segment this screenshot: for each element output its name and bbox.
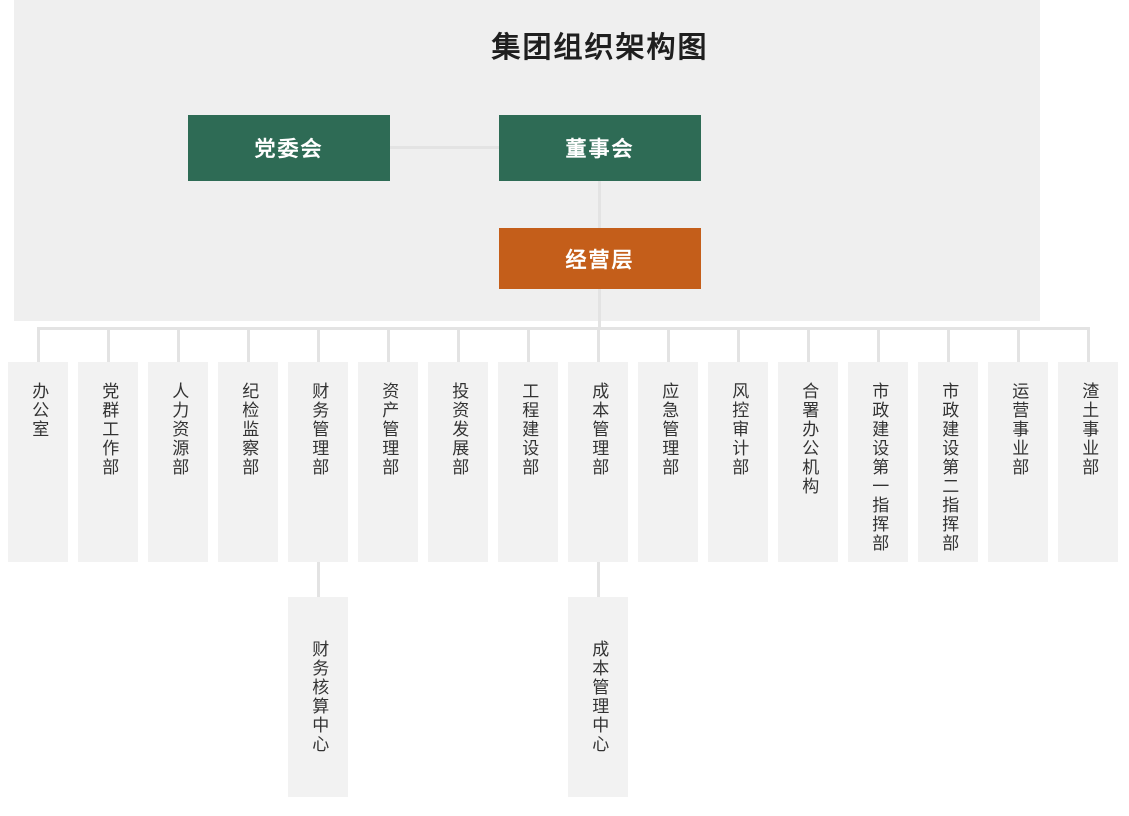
management-label: 经营层	[565, 248, 635, 272]
connector-board-management	[598, 181, 601, 228]
connector-stub	[37, 327, 40, 362]
subcenter-box-finance-accounting: 财务核算中心	[288, 597, 348, 797]
dept-box-human-resources: 人力资源部	[148, 362, 208, 562]
subcenter-box-cost-management: 成本管理中心	[568, 597, 628, 797]
dept-label: 财务管理部	[309, 382, 329, 477]
subcenter-label: 成本管理中心	[589, 640, 609, 754]
dept-label: 合署办公机构	[799, 382, 819, 496]
dept-box-office: 办公室	[8, 362, 68, 562]
dept-box-cost-management: 成本管理部	[568, 362, 628, 562]
connector-party-board	[390, 146, 499, 149]
dept-box-operations-division: 运营事业部	[988, 362, 1048, 562]
dept-box-asset-management: 资产管理部	[358, 362, 418, 562]
connector-stub	[737, 327, 740, 362]
connector-management-bus	[598, 289, 601, 328]
dept-label: 应急管理部	[659, 382, 679, 477]
connector-stub	[1087, 327, 1090, 362]
dept-box-municipal-construction-hq2: 市政建设第二指挥部	[918, 362, 978, 562]
dept-label: 风控审计部	[729, 382, 749, 477]
dept-label: 市政建设第二指挥部	[939, 382, 959, 553]
connector-finance-subcenter	[317, 562, 320, 597]
dept-box-muck-division: 渣土事业部	[1058, 362, 1118, 562]
connector-stub	[247, 327, 250, 362]
dept-label: 办公室	[29, 382, 49, 439]
connector-stub	[457, 327, 460, 362]
management-box: 经营层	[499, 228, 701, 289]
connector-stub	[877, 327, 880, 362]
dept-label: 渣土事业部	[1079, 382, 1099, 477]
dept-box-discipline-inspection: 纪检监察部	[218, 362, 278, 562]
dept-box-finance-management: 财务管理部	[288, 362, 348, 562]
dept-label: 市政建设第一指挥部	[869, 382, 889, 553]
connector-stub	[317, 327, 320, 362]
connector-stub	[1017, 327, 1020, 362]
board-label: 董事会	[565, 138, 635, 161]
dept-box-investment-development: 投资发展部	[428, 362, 488, 562]
dept-box-engineering-construction: 工程建设部	[498, 362, 558, 562]
connector-stub	[947, 327, 950, 362]
connector-stub	[807, 327, 810, 362]
dept-label: 投资发展部	[449, 382, 469, 477]
dept-box-risk-audit: 风控审计部	[708, 362, 768, 562]
dept-box-party-mass-work: 党群工作部	[78, 362, 138, 562]
connector-stub	[667, 327, 670, 362]
party-committee-label: 党委会	[254, 138, 324, 161]
dept-box-emergency-management: 应急管理部	[638, 362, 698, 562]
dept-box-joint-office: 合署办公机构	[778, 362, 838, 562]
dept-label: 资产管理部	[379, 382, 399, 477]
dept-label: 纪检监察部	[239, 382, 259, 477]
connector-stub	[387, 327, 390, 362]
connector-cost-subcenter	[597, 562, 600, 597]
connector-bus	[37, 327, 1090, 330]
chart-title: 集团组织架构图	[491, 32, 709, 64]
subcenter-label: 财务核算中心	[309, 640, 329, 754]
dept-label: 成本管理部	[589, 382, 609, 477]
board-box: 董事会	[499, 115, 701, 181]
party-committee-box: 党委会	[188, 115, 390, 181]
connector-stub	[107, 327, 110, 362]
dept-label: 工程建设部	[519, 382, 539, 477]
connector-stub	[597, 327, 600, 362]
dept-label: 党群工作部	[99, 382, 119, 477]
connector-stub	[177, 327, 180, 362]
dept-box-municipal-construction-hq1: 市政建设第一指挥部	[848, 362, 908, 562]
connector-stub	[527, 327, 530, 362]
dept-label: 人力资源部	[169, 382, 189, 477]
dept-label: 运营事业部	[1009, 382, 1029, 477]
